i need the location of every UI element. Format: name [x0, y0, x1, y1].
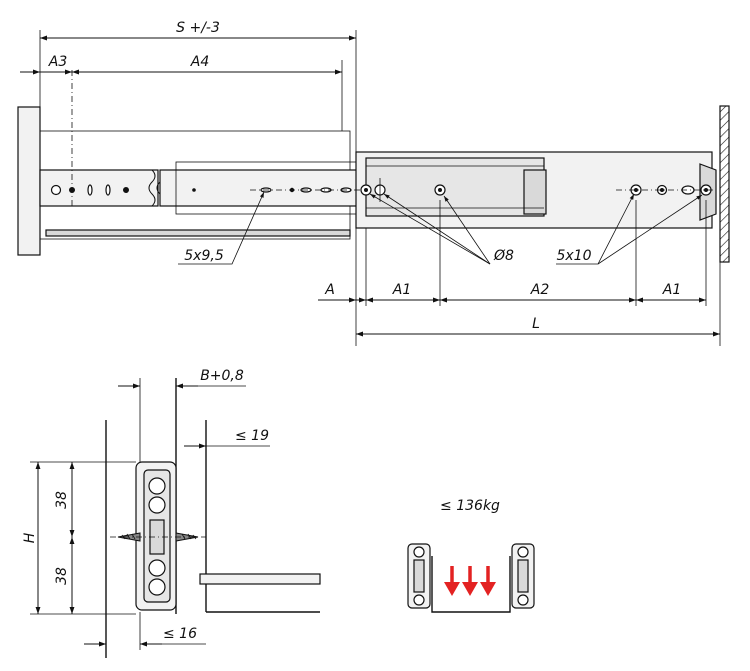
cabinet-wall	[719, 105, 730, 263]
side-elevation-view: S +/-3 A3 A4 5x9,5 Ø8 5x10 A A1 A2 A1 L	[17, 20, 730, 346]
dim-a4-label: A4	[190, 54, 209, 70]
inner-rail	[159, 169, 387, 207]
down-arrow-icon	[444, 566, 496, 596]
dim-a-label: A	[324, 282, 335, 298]
slot-front-label: 5x9,5	[184, 248, 224, 264]
drawer-bottom-plate	[199, 573, 321, 585]
load-capacity-diagram: ≤ 136kg	[407, 498, 535, 613]
screw-icon	[110, 532, 206, 542]
dim-a1-left-label: A1	[392, 282, 411, 298]
dim-b-label: B+0,8	[200, 368, 244, 384]
cross-section-view: B+0,8 ≤ 19 H 38 38 ≤ 16	[22, 368, 321, 658]
rail-stop	[523, 169, 547, 215]
cabinet-rail-inner	[365, 157, 545, 217]
drawer-body-icon	[431, 556, 511, 613]
dim-38-top-label: 38	[54, 491, 70, 509]
bottom-strip	[45, 229, 351, 237]
leader-slot-front	[178, 191, 265, 265]
dim-s-label: S +/-3	[176, 20, 220, 36]
slot-rear-label: 5x10	[556, 248, 591, 264]
slide-profile-icon-right	[511, 543, 535, 609]
front-mounting-holes	[50, 70, 360, 206]
cabinet-mounting-holes	[360, 178, 714, 202]
load-capacity-label: ≤ 136kg	[440, 498, 500, 514]
dim-l-label: L	[532, 316, 540, 332]
break-line-left	[148, 169, 156, 207]
dim-a1-right-label: A1	[662, 282, 681, 298]
dim-a3-label: A3	[48, 54, 67, 70]
slide-profile-icon-left	[407, 543, 431, 609]
dim-a2-label: A2	[530, 282, 550, 298]
dim-max19-label: ≤ 19	[235, 428, 269, 444]
ball-bearings	[148, 477, 166, 596]
leader-hole-dia	[443, 195, 491, 265]
dim-h-label: H	[22, 532, 38, 543]
dim-38-bottom-label: 38	[54, 567, 70, 585]
hole-dia-label: Ø8	[493, 248, 514, 264]
dim-max16-label: ≤ 16	[163, 626, 197, 642]
drawer-front-panel	[17, 106, 41, 256]
